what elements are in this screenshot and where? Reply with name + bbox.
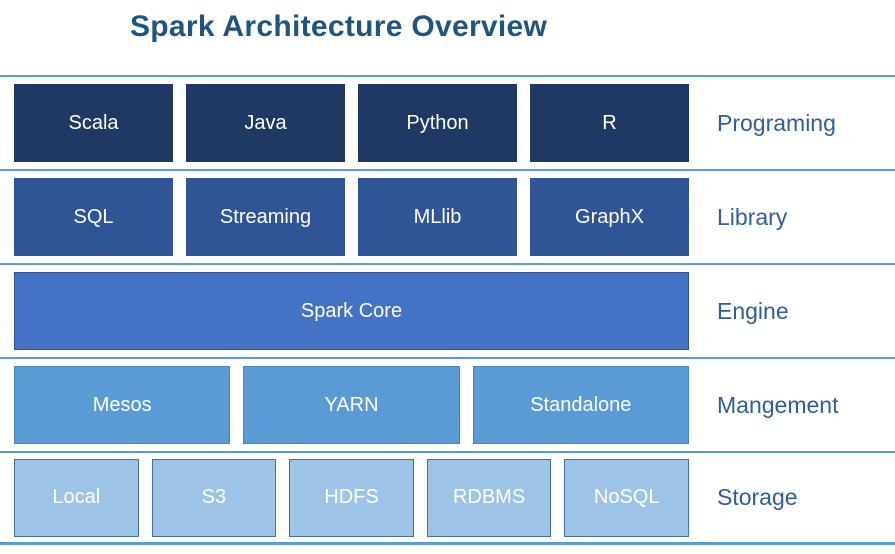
component-box-rdbms: RDBMS xyxy=(426,458,552,537)
layer-row-storage: Local S3 HDFS RDBMS NoSQL Storage xyxy=(0,451,895,545)
component-box-scala: Scala xyxy=(14,84,173,162)
storage-boxes: Local S3 HDFS RDBMS NoSQL xyxy=(14,458,689,537)
component-box-yarn: YARN xyxy=(243,366,460,444)
component-box-mesos: Mesos xyxy=(14,366,231,444)
component-box-standalone: Standalone xyxy=(472,366,689,444)
layer-row-management: Mesos YARN Standalone Mangement xyxy=(0,357,895,451)
component-box-nosql: NoSQL xyxy=(564,458,689,537)
component-box-hdfs: HDFS xyxy=(289,458,414,537)
component-box-graphx: GraphX xyxy=(530,178,689,256)
management-boxes: Mesos YARN Standalone xyxy=(14,366,689,444)
component-box-local: Local xyxy=(14,458,139,537)
component-box-java: Java xyxy=(186,84,345,162)
library-boxes: SQL Streaming MLlib GraphX xyxy=(14,178,689,256)
component-box-spark-core: Spark Core xyxy=(14,272,689,350)
component-box-mllib: MLlib xyxy=(358,178,517,256)
layer-row-engine: Spark Core Engine xyxy=(0,263,895,357)
layer-label-management: Mangement xyxy=(717,391,839,418)
engine-boxes: Spark Core xyxy=(14,272,689,350)
architecture-stack: Scala Java Python R Programing SQL Strea… xyxy=(0,75,895,545)
component-box-python: Python xyxy=(358,84,517,162)
page-title: Spark Architecture Overview xyxy=(130,10,548,43)
component-box-sql: SQL xyxy=(14,178,173,256)
layer-label-programming: Programing xyxy=(717,109,836,136)
layer-row-library: SQL Streaming MLlib GraphX Library xyxy=(0,169,895,263)
component-box-s3: S3 xyxy=(151,458,277,537)
programming-boxes: Scala Java Python R xyxy=(14,84,689,162)
layer-label-storage: Storage xyxy=(717,484,798,510)
layer-label-library: Library xyxy=(717,203,788,230)
component-box-r: R xyxy=(530,84,689,162)
layer-label-engine: Engine xyxy=(717,297,789,324)
component-box-streaming: Streaming xyxy=(186,178,345,256)
layer-row-programming: Scala Java Python R Programing xyxy=(0,75,895,169)
